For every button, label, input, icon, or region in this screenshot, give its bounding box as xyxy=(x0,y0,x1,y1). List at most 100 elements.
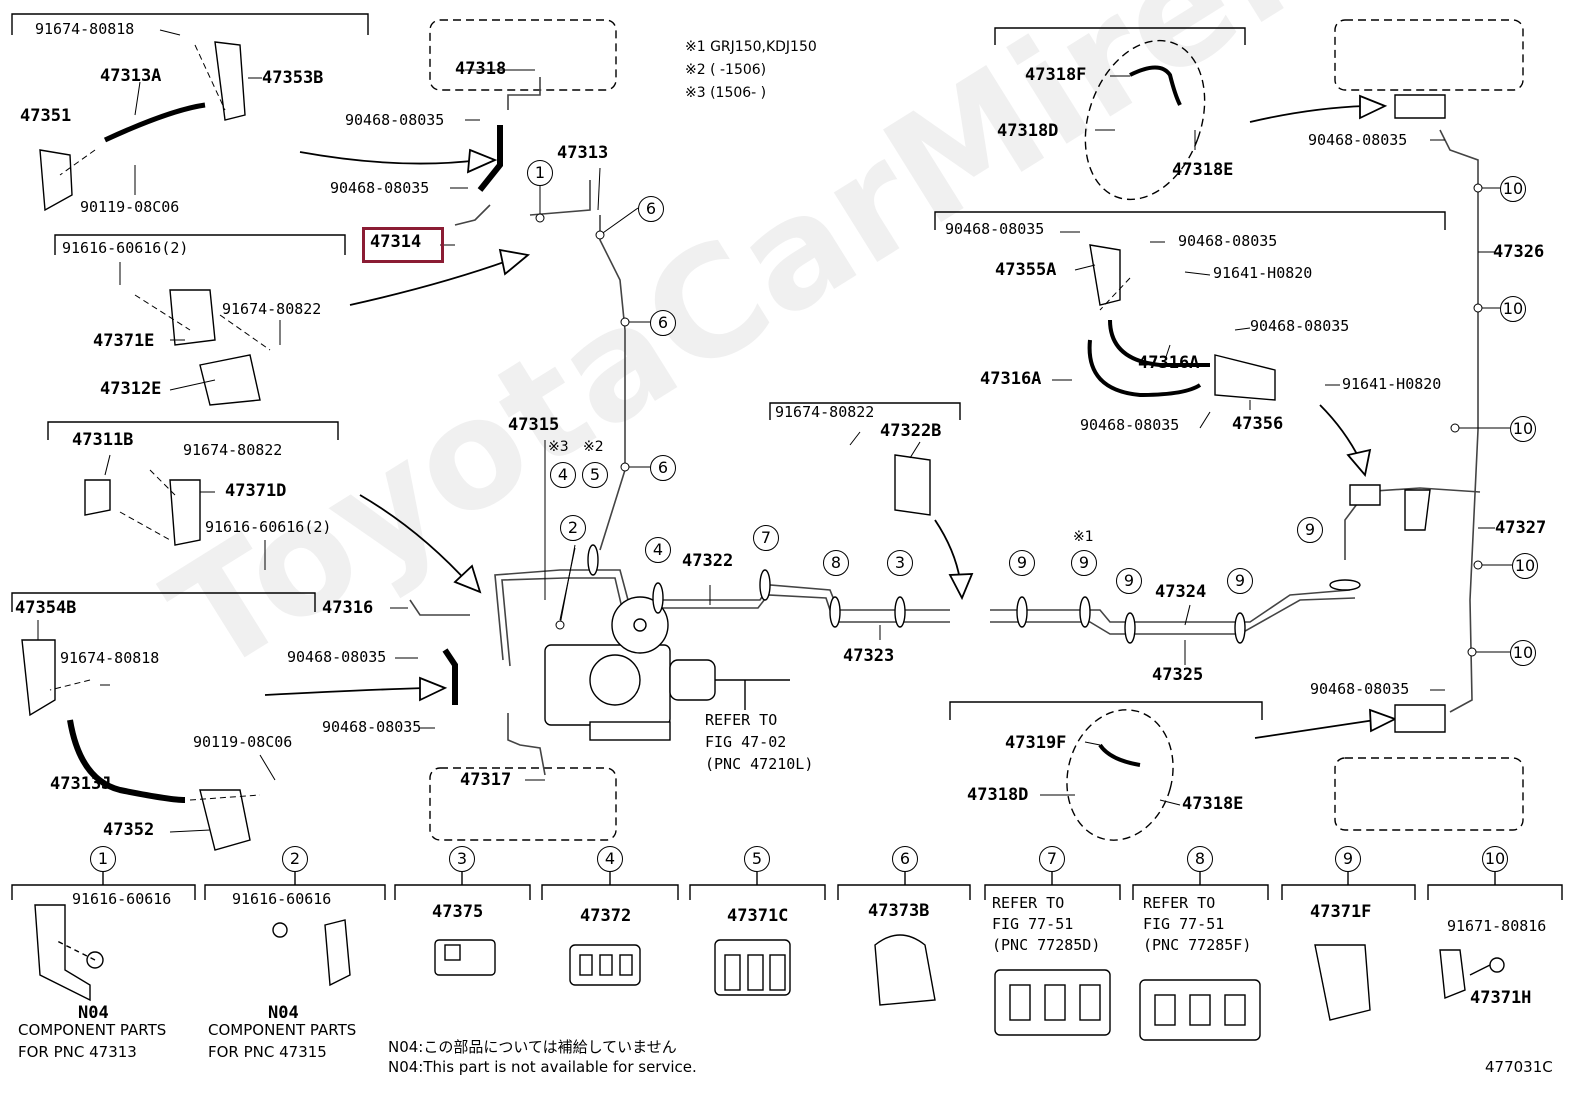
part-label[interactable]: 47318D xyxy=(997,121,1059,141)
note-1: ※1 GRJ150,KDJ150 xyxy=(685,39,817,55)
note-2: ※2 ( -1506) xyxy=(685,62,767,78)
legend-part[interactable]: 47371F xyxy=(1310,902,1372,922)
part-label[interactable]: 47323 xyxy=(843,646,895,666)
part-label[interactable]: 90119-08C06 xyxy=(80,198,180,216)
part-label[interactable]: 47371D xyxy=(225,481,287,501)
part-label[interactable]: 47318D xyxy=(967,785,1029,805)
part-label[interactable]: 90468-08035 xyxy=(1308,131,1408,149)
part-label[interactable]: 47355A xyxy=(995,260,1057,280)
legend-part[interactable]: 91616-60616 xyxy=(232,890,332,908)
part-label[interactable]: 91674-80818 xyxy=(60,649,160,667)
callout-4: 4 xyxy=(550,462,576,488)
part-label[interactable]: 47318E xyxy=(1182,794,1244,814)
leader-lines xyxy=(37,29,1495,833)
callout-leaders xyxy=(535,183,1512,657)
part-label[interactable]: 47313A xyxy=(100,66,162,86)
legend-desc: FOR PNC 47315 xyxy=(208,1043,327,1061)
part-label[interactable]: 47316A xyxy=(1138,353,1200,373)
part-label[interactable]: 47315 xyxy=(508,415,560,435)
callout-5: 5 xyxy=(582,462,608,488)
callout-10: 10 xyxy=(1510,416,1536,442)
legend-callout-2: 2 xyxy=(282,846,308,872)
part-label[interactable]: 91641-H0820 xyxy=(1213,264,1313,282)
part-label[interactable]: 90468-08035 xyxy=(1178,232,1278,250)
legend-part[interactable]: 47375 xyxy=(432,902,484,922)
part-label[interactable]: 47318F xyxy=(1025,65,1087,85)
part-label[interactable]: 47322B xyxy=(880,421,942,441)
legend-part[interactable]: 47371C xyxy=(727,906,789,926)
legend-callout-4: 4 xyxy=(597,846,623,872)
part-label[interactable]: 47356 xyxy=(1232,414,1284,434)
part-label[interactable]: 47318 xyxy=(455,59,507,79)
callout-6: 6 xyxy=(650,455,676,481)
callout-4: 4 xyxy=(645,537,671,563)
part-label[interactable]: 47325 xyxy=(1152,665,1204,685)
legend-callout-6: 6 xyxy=(892,846,918,872)
legend-part[interactable]: 47372 xyxy=(580,906,632,926)
callout-10: 10 xyxy=(1512,553,1538,579)
part-label[interactable]: 90468-08035 xyxy=(1310,680,1410,698)
part-label[interactable]: 90468-08035 xyxy=(322,718,422,736)
part-label[interactable]: 90119-08C06 xyxy=(193,733,293,751)
hoses xyxy=(67,65,1210,803)
callout-10: 10 xyxy=(1510,640,1536,666)
part-label[interactable]: 90468-08035 xyxy=(1080,416,1180,434)
part-label[interactable]: 47327 xyxy=(1495,518,1547,538)
part-label[interactable]: 91616-60616(2) xyxy=(205,518,332,536)
part-label[interactable]: 47351 xyxy=(20,106,72,126)
part-label[interactable]: 91674-80822 xyxy=(222,300,322,318)
callout-3: 3 xyxy=(887,550,913,576)
part-label[interactable]: 47371E xyxy=(93,331,155,351)
clip-markers xyxy=(587,544,1361,644)
legend-callout-10: 10 xyxy=(1482,846,1508,872)
part-label[interactable]: 47354B xyxy=(15,598,77,618)
callout-7: 7 xyxy=(753,525,779,551)
part-label-highlighted[interactable]: 47314 xyxy=(370,232,422,252)
part-label[interactable]: 47318E xyxy=(1172,160,1234,180)
legend-part[interactable]: 91616-60616 xyxy=(72,890,172,908)
part-label[interactable]: 91674-80818 xyxy=(35,20,135,38)
legend-part[interactable]: 91671-80816 xyxy=(1447,917,1547,935)
part-label[interactable]: 90468-08035 xyxy=(345,111,445,129)
legend-callout-7: 7 xyxy=(1039,846,1065,872)
legend-code: N04 xyxy=(78,1003,109,1023)
part-label[interactable]: 47311B xyxy=(72,430,134,450)
part-label[interactable]: 91674-80822 xyxy=(183,441,283,459)
legend-refer: (PNC 77285F) xyxy=(1143,936,1252,954)
legend-part[interactable]: 47371H xyxy=(1470,988,1532,1008)
legend-refer: FIG 77-51 xyxy=(1143,915,1225,933)
part-label[interactable]: 90468-08035 xyxy=(1250,317,1350,335)
part-label[interactable]: 47352 xyxy=(103,820,155,840)
part-label[interactable]: 47353B xyxy=(262,68,324,88)
part-label[interactable]: 47316 xyxy=(322,598,374,618)
part-label[interactable]: 91641-H0820 xyxy=(1342,375,1442,393)
part-label[interactable]: 91674-80822 xyxy=(775,403,875,421)
part-label[interactable]: 47326 xyxy=(1493,242,1545,262)
part-label[interactable]: 90468-08035 xyxy=(945,220,1045,238)
direction-arrows xyxy=(264,94,1398,739)
part-label[interactable]: 47317 xyxy=(460,770,512,790)
note-mark-3: ※3 xyxy=(548,439,569,455)
legend-callout-3: 3 xyxy=(449,846,475,872)
legend-refer: REFER TO xyxy=(1143,894,1216,912)
callout-9: 9 xyxy=(1116,568,1142,594)
part-label[interactable]: 91616-60616(2) xyxy=(62,239,189,257)
part-label[interactable]: 47324 xyxy=(1155,582,1207,602)
dashed-boxes xyxy=(429,19,1524,841)
callout-8: 8 xyxy=(823,550,849,576)
brackets xyxy=(21,41,1446,851)
part-label[interactable]: 47313 xyxy=(557,143,609,163)
diagram-id: 477031C xyxy=(1485,1058,1553,1076)
part-label[interactable]: 90468-08035 xyxy=(330,179,430,197)
part-label[interactable]: 47312E xyxy=(100,379,162,399)
part-label[interactable]: 47319F xyxy=(1005,733,1067,753)
part-label[interactable]: 47316A xyxy=(980,369,1042,389)
callout-9: 9 xyxy=(1071,550,1097,576)
part-label[interactable]: 90468-08035 xyxy=(287,648,387,666)
part-label[interactable]: 47322 xyxy=(682,551,734,571)
legend-desc: COMPONENT PARTS xyxy=(18,1021,167,1039)
part-label[interactable]: 47313J xyxy=(50,774,112,794)
callout-6: 6 xyxy=(638,196,664,222)
legend-part[interactable]: 47373B xyxy=(868,901,930,921)
